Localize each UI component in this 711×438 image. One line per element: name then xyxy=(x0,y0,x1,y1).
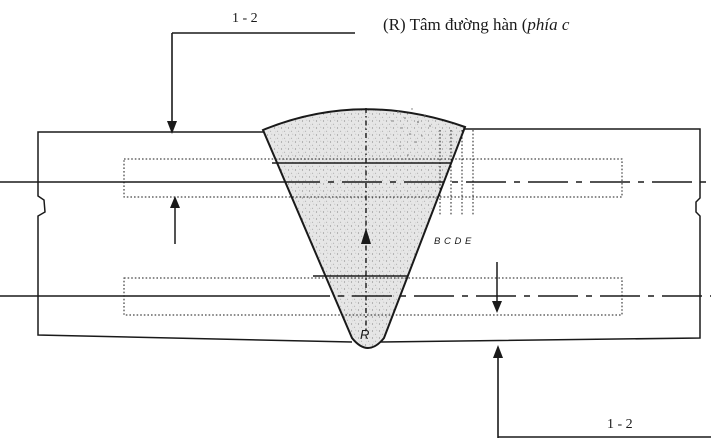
indicator-arrow-left xyxy=(170,196,180,244)
arrow-up-icon xyxy=(170,196,180,208)
section-marker-bottom xyxy=(497,353,711,438)
caption-prefix: (R) Tâm đường hàn ( xyxy=(383,15,528,34)
weld-dense-speckle xyxy=(387,108,431,156)
caption-italic: phía c xyxy=(526,15,569,34)
section-label-bottom: 1 - 2 xyxy=(607,417,633,432)
section-marker-top-arrow-icon xyxy=(167,121,177,134)
caption-text: (R) Tâm đường hàn (phía c xyxy=(383,15,570,34)
section-marker-top xyxy=(171,32,355,128)
weld-centerline-arrow-icon xyxy=(361,228,371,244)
section-label-top: 1 - 2 xyxy=(232,11,258,26)
zone-labels: B C D E xyxy=(434,236,472,247)
section-marker-bottom-arrow-icon xyxy=(493,345,503,358)
indicator-arrow-right xyxy=(492,262,502,313)
weld-bead xyxy=(261,108,467,349)
scan-box-upper xyxy=(123,158,623,198)
arrow-down-icon xyxy=(492,301,502,313)
plate-right xyxy=(379,128,701,343)
plate-left xyxy=(37,131,353,343)
root-label: R xyxy=(360,327,369,342)
